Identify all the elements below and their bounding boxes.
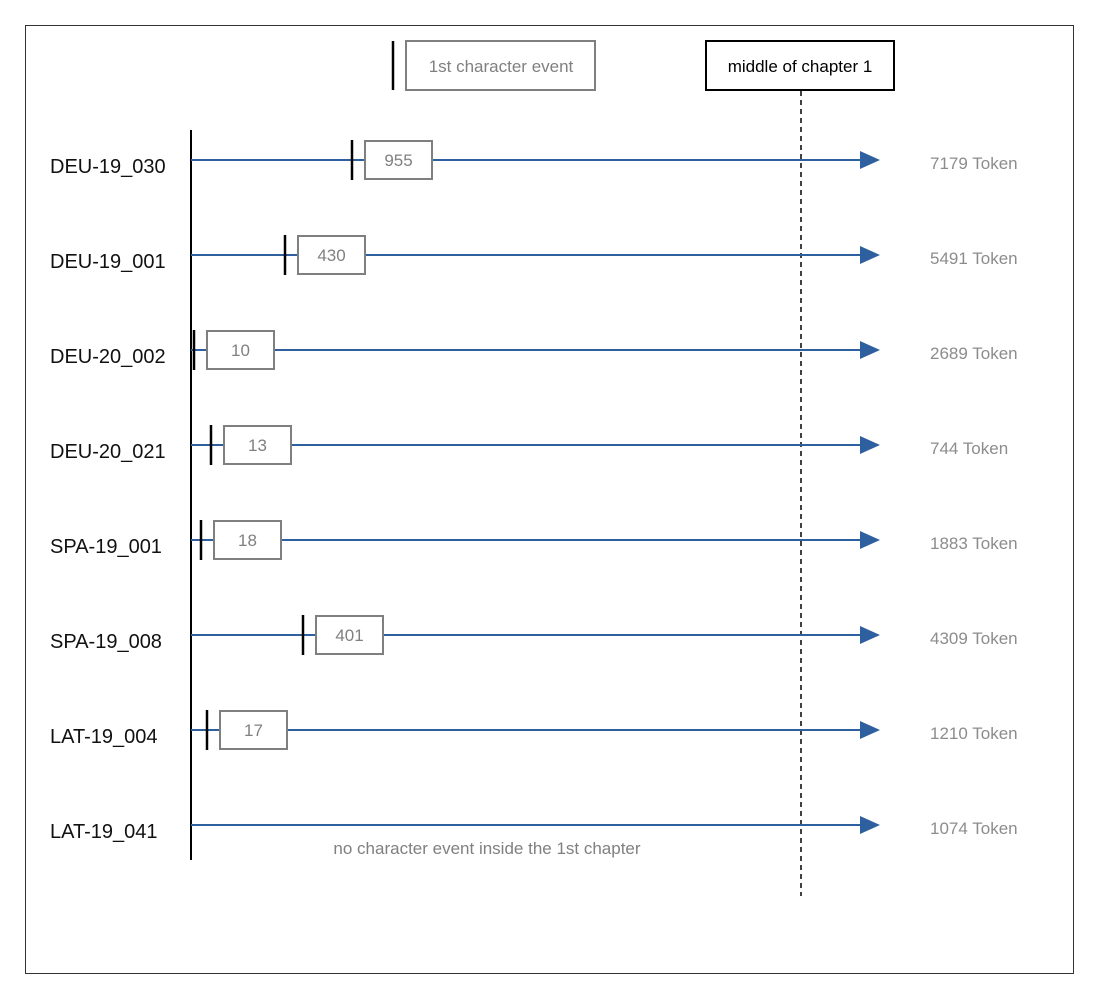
row-label: LAT-19_004 (50, 726, 158, 748)
event-position: 10 (231, 341, 250, 360)
row-label: DEU-19_030 (50, 156, 166, 178)
event-position: 401 (335, 626, 363, 645)
event-position: 955 (384, 151, 412, 170)
arrow-head (860, 531, 880, 549)
legend-middle-label: middle of chapter 1 (728, 57, 873, 76)
event-position: 13 (248, 436, 267, 455)
row-spa-19_001: SPA-19_001 18 1883 Token (50, 520, 1018, 560)
event-box (223, 425, 292, 465)
token-count: 1883 Token (930, 534, 1018, 553)
row-label: DEU-20_021 (50, 441, 166, 463)
no-event-note: no character event inside the 1st chapte… (333, 839, 640, 858)
arrow-head (860, 816, 880, 834)
arrow-head (860, 436, 880, 454)
event-position: 17 (244, 721, 263, 740)
arrow-head (860, 341, 880, 359)
token-count: 7179 Token (930, 154, 1018, 173)
row-label: SPA-19_001 (50, 536, 162, 558)
row-label: DEU-20_002 (50, 346, 166, 368)
event-box (297, 235, 366, 275)
legend-event-label: 1st character event (429, 57, 574, 76)
legend-event-box (405, 40, 596, 91)
token-count: 1074 Token (930, 819, 1018, 838)
row-deu-20_002: DEU-20_002 10 2689 Token (50, 330, 1018, 370)
event-position: 430 (317, 246, 345, 265)
figure-frame (25, 25, 1074, 974)
token-count: 1210 Token (930, 724, 1018, 743)
token-count: 4309 Token (930, 629, 1018, 648)
row-lat-19_041: LAT-19_041 1074 Token (50, 816, 1018, 843)
legend-middle-box (705, 40, 895, 91)
event-position: 18 (238, 531, 257, 550)
row-spa-19_008: SPA-19_008 401 4309 Token (50, 615, 1018, 655)
arrow-head (860, 626, 880, 644)
token-count: 744 Token (930, 439, 1008, 458)
row-label: DEU-19_001 (50, 251, 166, 273)
event-box (315, 615, 384, 655)
row-label: LAT-19_041 (50, 821, 158, 843)
row-deu-19_001: DEU-19_001 430 5491 Token (50, 235, 1018, 275)
row-deu-20_021: DEU-20_021 13 744 Token (50, 425, 1008, 465)
event-box (213, 520, 282, 560)
legend-middle: middle of chapter 1 (705, 40, 895, 91)
token-count: 5491 Token (930, 249, 1018, 268)
legend-event: 1st character event (391, 40, 596, 91)
arrow-head (860, 246, 880, 264)
row-label: SPA-19_008 (50, 631, 162, 653)
arrow-head (860, 151, 880, 169)
row-lat-19_004: LAT-19_004 17 1210 Token (50, 710, 1018, 750)
token-count: 2689 Token (930, 344, 1018, 363)
event-box (364, 140, 433, 180)
event-box (206, 330, 275, 370)
event-box (219, 710, 288, 750)
arrow-head (860, 721, 880, 739)
row-deu-19_030: DEU-19_030 955 7179 Token (50, 140, 1018, 180)
